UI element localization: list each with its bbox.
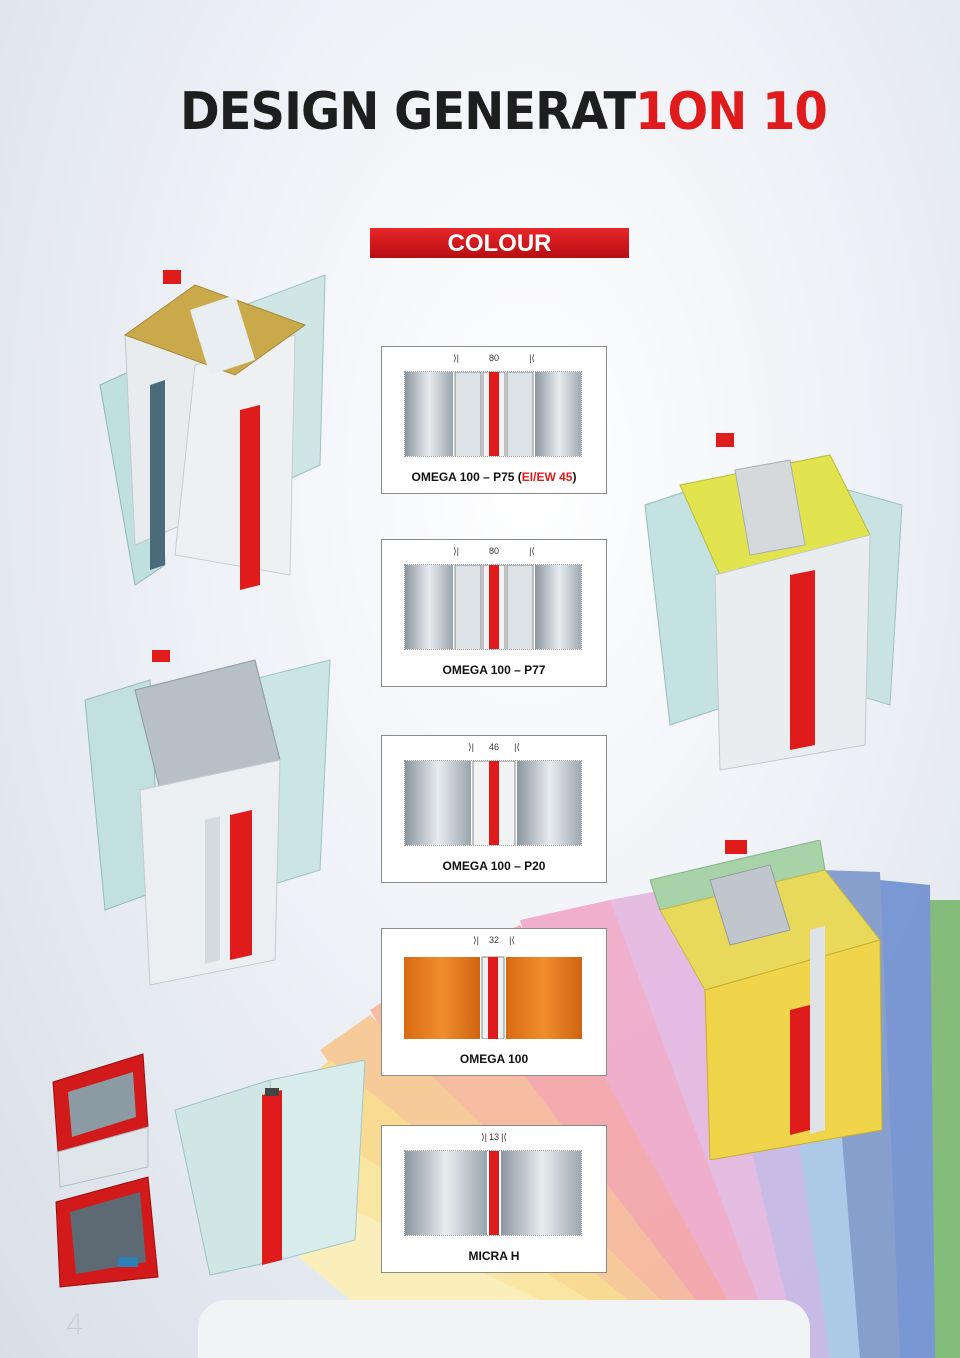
profile-card-omega-100: ⟩|32|⟨ OMEGA 100 xyxy=(381,928,607,1076)
profile-section-drawing xyxy=(404,371,582,457)
profile-dimension: ⟩|32|⟨ xyxy=(473,935,515,945)
title-accent: 1ON 10 xyxy=(635,82,828,142)
profile-name: OMEGA 100 xyxy=(459,1052,529,1066)
profile-section-drawing xyxy=(404,1150,582,1236)
profile-section-drawing xyxy=(404,564,582,650)
page-number: 4 xyxy=(66,1308,84,1341)
fan-base-panel xyxy=(198,1300,810,1358)
profile-section-drawing xyxy=(404,953,582,1039)
profile-name: OMEGA 100 – P20 xyxy=(442,859,546,873)
profile-dimension: ⟩|46|⟨ xyxy=(468,742,520,752)
profile-illustration-p20 xyxy=(84,650,331,986)
profile-illustration-micra xyxy=(174,1060,366,1276)
profile-name: MICRA H xyxy=(468,1249,520,1263)
profile-card-omega-p77: ⟩|80|⟨ OMEGA 100 – P77 xyxy=(381,539,607,687)
profile-dimension: ⟩|13|⟨ xyxy=(481,1132,507,1142)
profile-name: OMEGA 100 – P77 xyxy=(442,663,546,677)
profile-card-omega-p75: ⟩|80|⟨ OMEGA 100 – P75 (EI/EW 45) xyxy=(381,346,607,494)
profile-card-micra-h: ⟩|13|⟨ MICRA H xyxy=(381,1125,607,1273)
profile-illustration-frame xyxy=(52,1053,159,1288)
profile-name: OMEGA 100 – P75 (EI/EW 45) xyxy=(411,470,577,484)
profile-illustration-p77 xyxy=(644,433,903,771)
profile-dimension: ⟩|80|⟨ xyxy=(453,353,535,363)
profile-illustration-wall xyxy=(650,840,883,1160)
title-main: DESIGN GENERAT xyxy=(180,82,636,142)
profile-illustration-p75 xyxy=(99,270,326,590)
page-title: DESIGN GENERAT1ON 10 xyxy=(180,82,828,142)
profile-dimension: ⟩|80|⟨ xyxy=(453,546,535,556)
profile-section-drawing xyxy=(404,760,582,846)
profile-card-omega-p20: ⟩|46|⟨ OMEGA 100 – P20 xyxy=(381,735,607,883)
colour-banner: COLOUR xyxy=(370,228,629,258)
